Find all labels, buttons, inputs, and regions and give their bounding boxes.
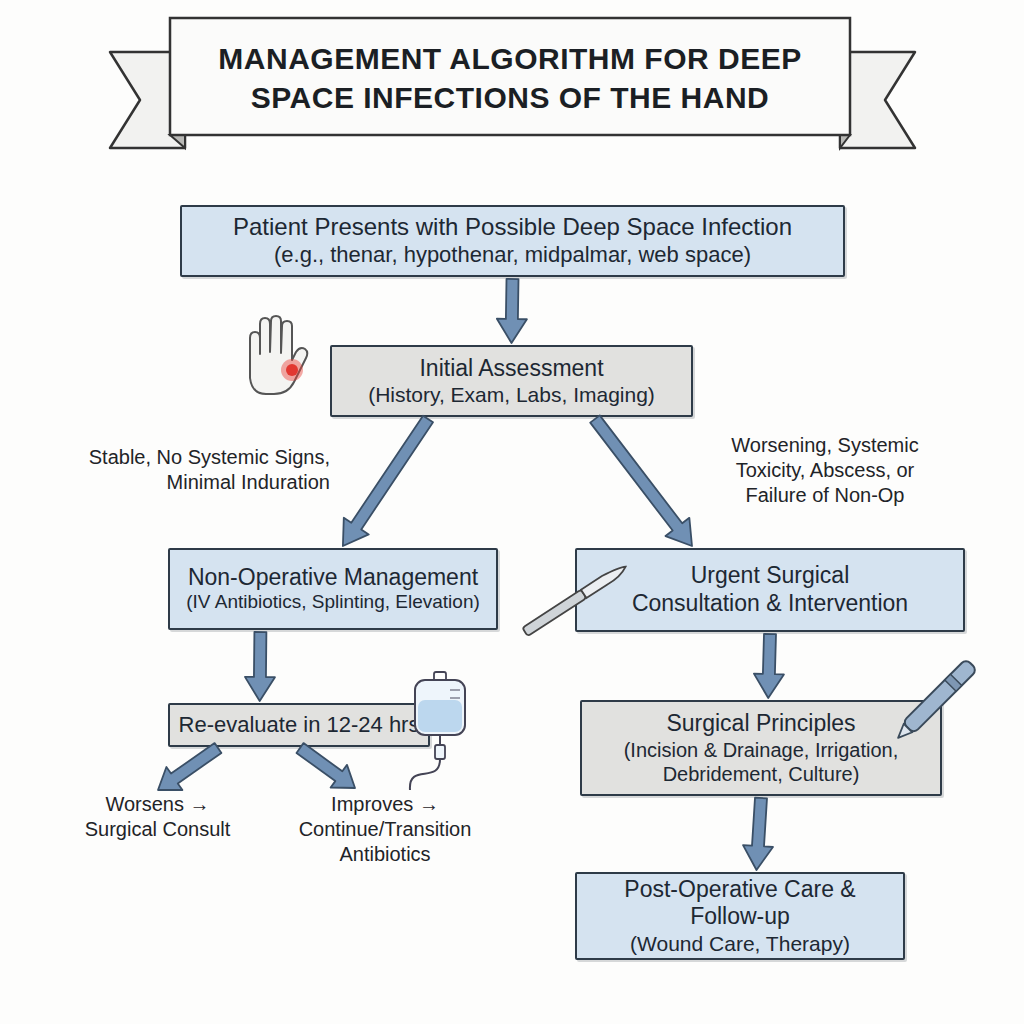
iv-mark bbox=[450, 689, 460, 690]
diagram-title: MANAGEMENT ALGORITHM FOR DEEP SPACE INFE… bbox=[175, 39, 845, 117]
node-detail: (Wound Care, Therapy) bbox=[630, 931, 850, 956]
infection-spot bbox=[286, 364, 298, 376]
node-detail: (Incision & Drainage, Irrigation, Debrid… bbox=[588, 738, 934, 786]
process-box: Urgent Surgical Consultation & Intervent… bbox=[575, 548, 965, 632]
decision-box: Re-evaluate in 12-24 hrs bbox=[168, 703, 430, 747]
end-box: Post-Operative Care & Follow-up(Wound Ca… bbox=[575, 872, 905, 960]
pen-band bbox=[945, 674, 962, 691]
node-heading: Surgical Principles bbox=[666, 710, 855, 738]
title-area: MANAGEMENT ALGORITHM FOR DEEP SPACE INFE… bbox=[175, 22, 845, 134]
iv-tube bbox=[439, 735, 441, 745]
flow-arrow bbox=[343, 416, 433, 546]
node-detail: (History, Exam, Labs, Imaging) bbox=[368, 382, 655, 407]
flow-arrow bbox=[743, 798, 773, 870]
outcome-arrows bbox=[158, 743, 355, 790]
node-detail: (IV Antibiotics, Splinting, Elevation) bbox=[186, 591, 480, 614]
title-banner bbox=[110, 18, 915, 148]
start-box: Patient Presents with Possible Deep Spac… bbox=[180, 205, 845, 277]
iv-mark bbox=[450, 697, 460, 698]
infection-glow bbox=[281, 359, 303, 381]
edge-label: Worsening, Systemic Toxicity, Abscess, o… bbox=[705, 433, 945, 508]
outcome-arrow bbox=[158, 743, 221, 790]
edge-label: Stable, No Systemic Signs, Minimal Indur… bbox=[30, 445, 330, 495]
node-heading: Initial Assessment bbox=[419, 355, 603, 383]
node-heading: Re-evaluate in 12-24 hrs bbox=[179, 712, 420, 738]
assessment-box: Initial Assessment(History, Exam, Labs, … bbox=[330, 345, 693, 417]
flow-arrow bbox=[245, 632, 275, 701]
outcome-arrow bbox=[297, 743, 356, 788]
iv-hook bbox=[434, 672, 446, 681]
iv-drip-chamber bbox=[435, 745, 445, 759]
process-box: Non-Operative Management(IV Antibiotics,… bbox=[168, 548, 498, 630]
banner-body bbox=[170, 18, 850, 135]
outcome-label: Improves → Continue/Transition Antibioti… bbox=[265, 792, 505, 867]
banner-fold bbox=[840, 135, 850, 148]
node-heading: Post-Operative Care & Follow-up bbox=[610, 876, 870, 931]
outcome-label: Worsens → Surgical Consult bbox=[75, 792, 240, 842]
flow-arrow bbox=[590, 415, 692, 546]
node-heading: Patient Presents with Possible Deep Spac… bbox=[233, 213, 792, 242]
node-heading: Urgent Surgical Consultation & Intervent… bbox=[628, 562, 912, 617]
hand-outline bbox=[250, 316, 307, 394]
flow-arrow bbox=[497, 279, 527, 343]
process-box: Surgical Principles(Incision & Drainage,… bbox=[580, 700, 942, 796]
node-heading: Non-Operative Management bbox=[188, 564, 478, 592]
banner-fold bbox=[170, 135, 185, 148]
iv-tube bbox=[410, 759, 440, 790]
node-detail: (e.g., thenar, hypothenar, midpalmar, we… bbox=[274, 242, 751, 268]
hand-icon bbox=[250, 316, 307, 394]
flow-arrow bbox=[754, 634, 784, 698]
